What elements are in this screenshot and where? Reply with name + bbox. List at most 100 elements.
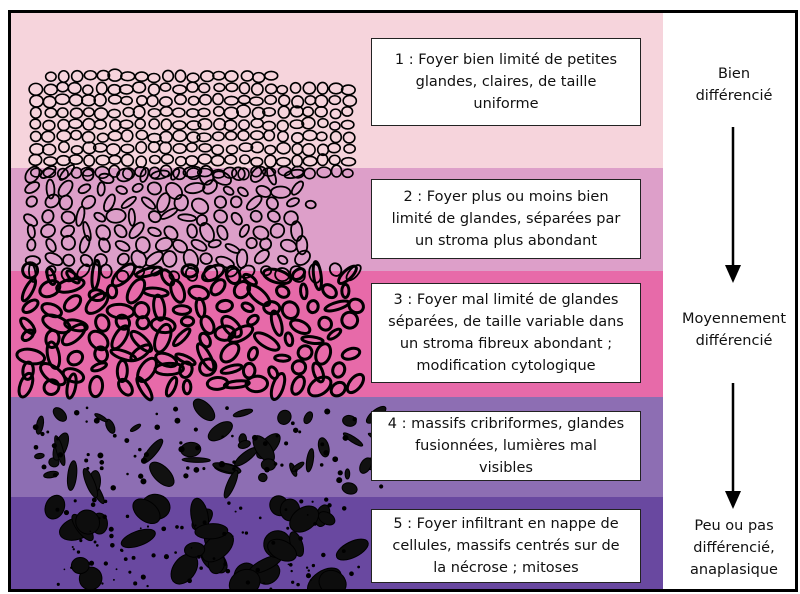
gland-shape	[250, 97, 263, 105]
gland-shape	[225, 96, 239, 104]
gland-shape	[163, 180, 186, 203]
gland-shape	[312, 501, 314, 503]
gland-shape	[241, 301, 255, 313]
gland-shape	[255, 568, 260, 573]
gland-shape	[43, 120, 55, 130]
gland-shape	[60, 210, 76, 225]
gland-shape	[303, 82, 315, 94]
gland-shape	[151, 553, 155, 557]
gland-shape	[86, 407, 89, 410]
gland-shape	[146, 181, 162, 196]
gland-shape	[251, 131, 264, 140]
gland-shape	[219, 461, 225, 467]
gland-shape	[147, 95, 158, 106]
gland-shape	[324, 408, 330, 414]
gland-shape	[97, 82, 107, 94]
gland-shape	[55, 508, 59, 512]
gland-shape	[65, 373, 78, 399]
gland-shape	[109, 527, 114, 532]
gland-shape	[266, 209, 282, 225]
gland-shape	[225, 71, 238, 82]
gland-shape	[160, 131, 172, 142]
gland-shape	[121, 144, 134, 152]
gland-shape	[29, 154, 42, 165]
gland-shape	[111, 485, 116, 490]
gland-shape	[109, 534, 113, 538]
gland-shape	[341, 346, 361, 361]
gland-shape	[55, 94, 69, 104]
gland-shape	[133, 106, 144, 118]
gland-shape	[306, 567, 308, 569]
gland-shape	[344, 372, 366, 396]
down-arrow-icon	[723, 125, 743, 285]
gland-shape	[97, 237, 112, 254]
gland-shape	[265, 95, 276, 104]
gland-shape	[285, 508, 288, 511]
gland-shape	[246, 580, 250, 584]
gland-shape	[93, 211, 107, 223]
gland-shape	[217, 340, 242, 366]
gland-shape	[57, 131, 71, 142]
gland-shape	[119, 526, 158, 552]
gland-shape	[199, 566, 203, 570]
gland-shape	[227, 501, 230, 504]
gland-shape	[310, 579, 312, 581]
gland-shape	[213, 557, 216, 560]
gland-shape	[113, 579, 115, 581]
gland-shape	[299, 499, 303, 503]
gland-shape	[73, 548, 75, 550]
gland-shape	[212, 208, 230, 226]
gland-shape	[336, 477, 342, 483]
gland-shape	[64, 569, 66, 571]
gland-shape	[343, 169, 353, 177]
gland-shape	[77, 550, 80, 553]
gland-shape	[71, 130, 82, 139]
gland-shape	[108, 109, 120, 117]
gland-shape	[146, 585, 148, 587]
gland-shape	[140, 527, 142, 529]
gland-shape	[175, 70, 185, 82]
gland-shape	[198, 108, 210, 116]
gland-shape	[16, 372, 35, 399]
gland-shape	[194, 467, 200, 473]
description-box-2: 2 : Foyer plus ou moins bien limité de g…	[371, 179, 641, 259]
gland-shape	[84, 108, 94, 117]
gland-shape	[108, 131, 121, 140]
gland-shape	[298, 536, 303, 541]
gland-shape	[229, 195, 243, 209]
gland-shape	[259, 517, 262, 520]
gland-shape	[150, 156, 160, 164]
gland-shape	[227, 145, 238, 154]
gland-shape	[330, 122, 340, 130]
gland-shape	[100, 466, 104, 470]
description-box-1: 1 : Foyer bien limité de petites glandes…	[371, 38, 641, 126]
gland-shape	[132, 556, 136, 560]
gland-shape	[305, 96, 315, 105]
gland-shape	[252, 247, 271, 266]
gland-shape	[317, 132, 327, 140]
gland-shape	[175, 525, 179, 529]
gland-shape	[195, 524, 197, 526]
gland-shape	[135, 119, 145, 129]
gland-shape	[229, 211, 244, 227]
gland-shape	[342, 85, 356, 95]
gland-shape	[245, 531, 248, 534]
gland-shape	[136, 142, 147, 153]
gland-shape	[302, 410, 314, 425]
gland-shape	[97, 182, 105, 196]
gland-shape	[59, 71, 69, 83]
gland-shape	[315, 95, 327, 107]
gland-shape	[116, 377, 135, 398]
gland-shape	[122, 154, 134, 166]
gland-shape	[341, 481, 359, 496]
gland-shape	[134, 375, 154, 401]
gland-shape	[57, 156, 70, 166]
gland-shape	[53, 473, 58, 478]
gland-shape	[320, 442, 324, 446]
gland-shape	[69, 95, 82, 106]
gland-shape	[58, 452, 63, 457]
gland-shape	[86, 467, 89, 470]
gland-shape	[33, 424, 39, 430]
gland-shape	[43, 144, 56, 155]
gland-shape	[133, 82, 146, 93]
